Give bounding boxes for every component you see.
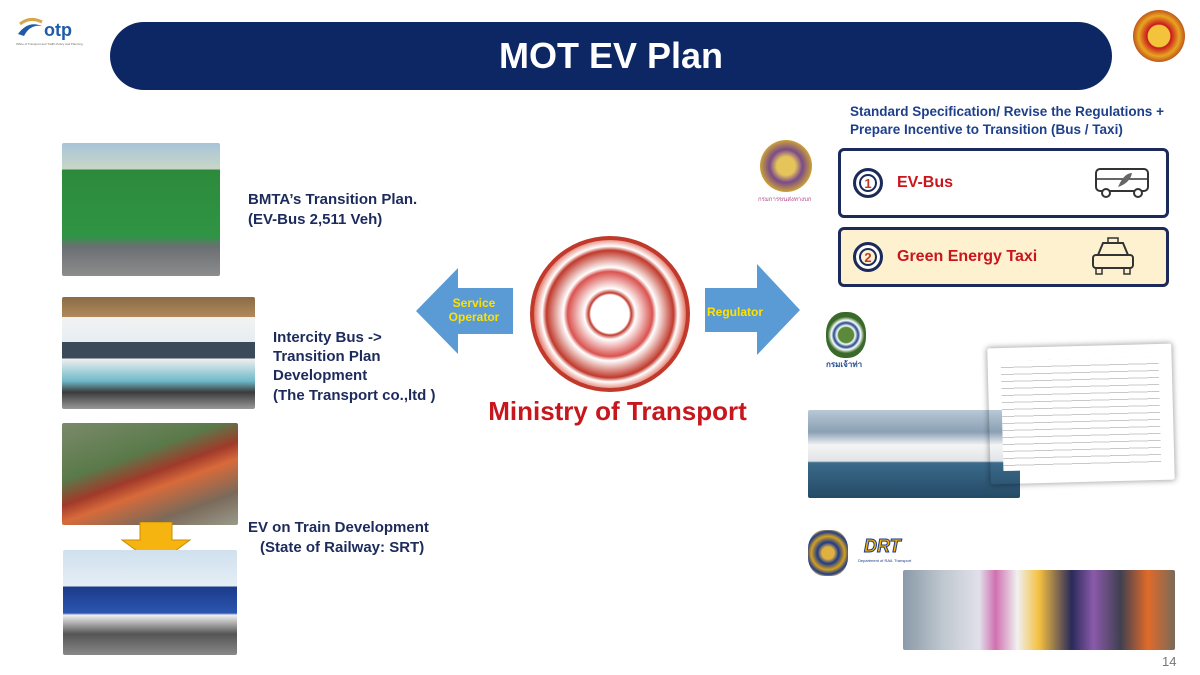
otp-swoosh-icon: [18, 17, 43, 36]
taxi-icon: [1092, 237, 1134, 275]
regulation-document: [986, 342, 1176, 486]
intercity-text-4: (The Transport co.,ltd ): [273, 387, 436, 404]
bmta-text-1: BMTA’s Transition Plan.: [248, 191, 418, 208]
mot-seal-top: [1133, 10, 1185, 62]
bmta-text-2: (EV-Bus 2,511 Veh): [248, 211, 383, 228]
ministry-title: Ministry of Transport: [488, 396, 747, 426]
item-label: Green Energy Taxi: [897, 248, 1038, 265]
ferry-photo: [808, 410, 1020, 498]
drt-seal: [808, 530, 848, 576]
green-taxi-item: 2 Green Energy Taxi: [838, 227, 1169, 287]
service-operator-label: Service Operator: [448, 296, 500, 324]
item-number: 2: [853, 242, 883, 272]
drt-subtitle: Department of RAIL Transport: [858, 558, 912, 563]
train-text-1: EV on Train Development: [248, 519, 429, 536]
diesel-train-photo: [62, 423, 238, 525]
regulator-label: Regulator: [706, 305, 763, 319]
service-operator-arrow: [416, 268, 513, 354]
page-number: 14: [1162, 654, 1177, 669]
ev-bus-item: 1 EV-Bus: [838, 148, 1169, 218]
train-text-2: (State of Railway: SRT): [260, 539, 425, 556]
regulator-arrow: [705, 264, 800, 355]
marine-dept-seal: [826, 312, 866, 358]
item-number: 1: [853, 168, 883, 198]
logo-subtitle: Office of Transport and Traffic Policy a…: [16, 42, 83, 46]
bus-icon: [1095, 168, 1149, 198]
intercity-text-3: Development: [273, 367, 368, 384]
dlt-seal: [760, 140, 812, 192]
drt-logo: DRT: [864, 536, 902, 557]
md-caption: กรมเจ้าท่า: [826, 360, 863, 369]
dlt-caption: กรมการขนส่งทางบก: [758, 197, 812, 203]
rail-trains-photo: [903, 570, 1175, 650]
right-heading-1: Standard Specification/ Revise the Regul…: [850, 104, 1164, 119]
ministry-seal: [530, 236, 690, 392]
electric-train-photo: [63, 550, 237, 655]
otp-logo: otp Office of Transport and Traffic Poli…: [14, 14, 94, 52]
intercity-text-2: Transition Plan: [273, 348, 381, 365]
right-heading-2: Prepare Incentive to Transition (Bus / T…: [850, 122, 1123, 137]
logo-text: otp: [44, 20, 72, 40]
intercity-text-1: Intercity Bus ->: [273, 329, 382, 346]
intercity-bus-photo: [62, 297, 255, 409]
item-label: EV-Bus: [897, 174, 954, 191]
page-title: MOT EV Plan: [110, 22, 1112, 90]
ev-bus-photo: [62, 143, 220, 276]
